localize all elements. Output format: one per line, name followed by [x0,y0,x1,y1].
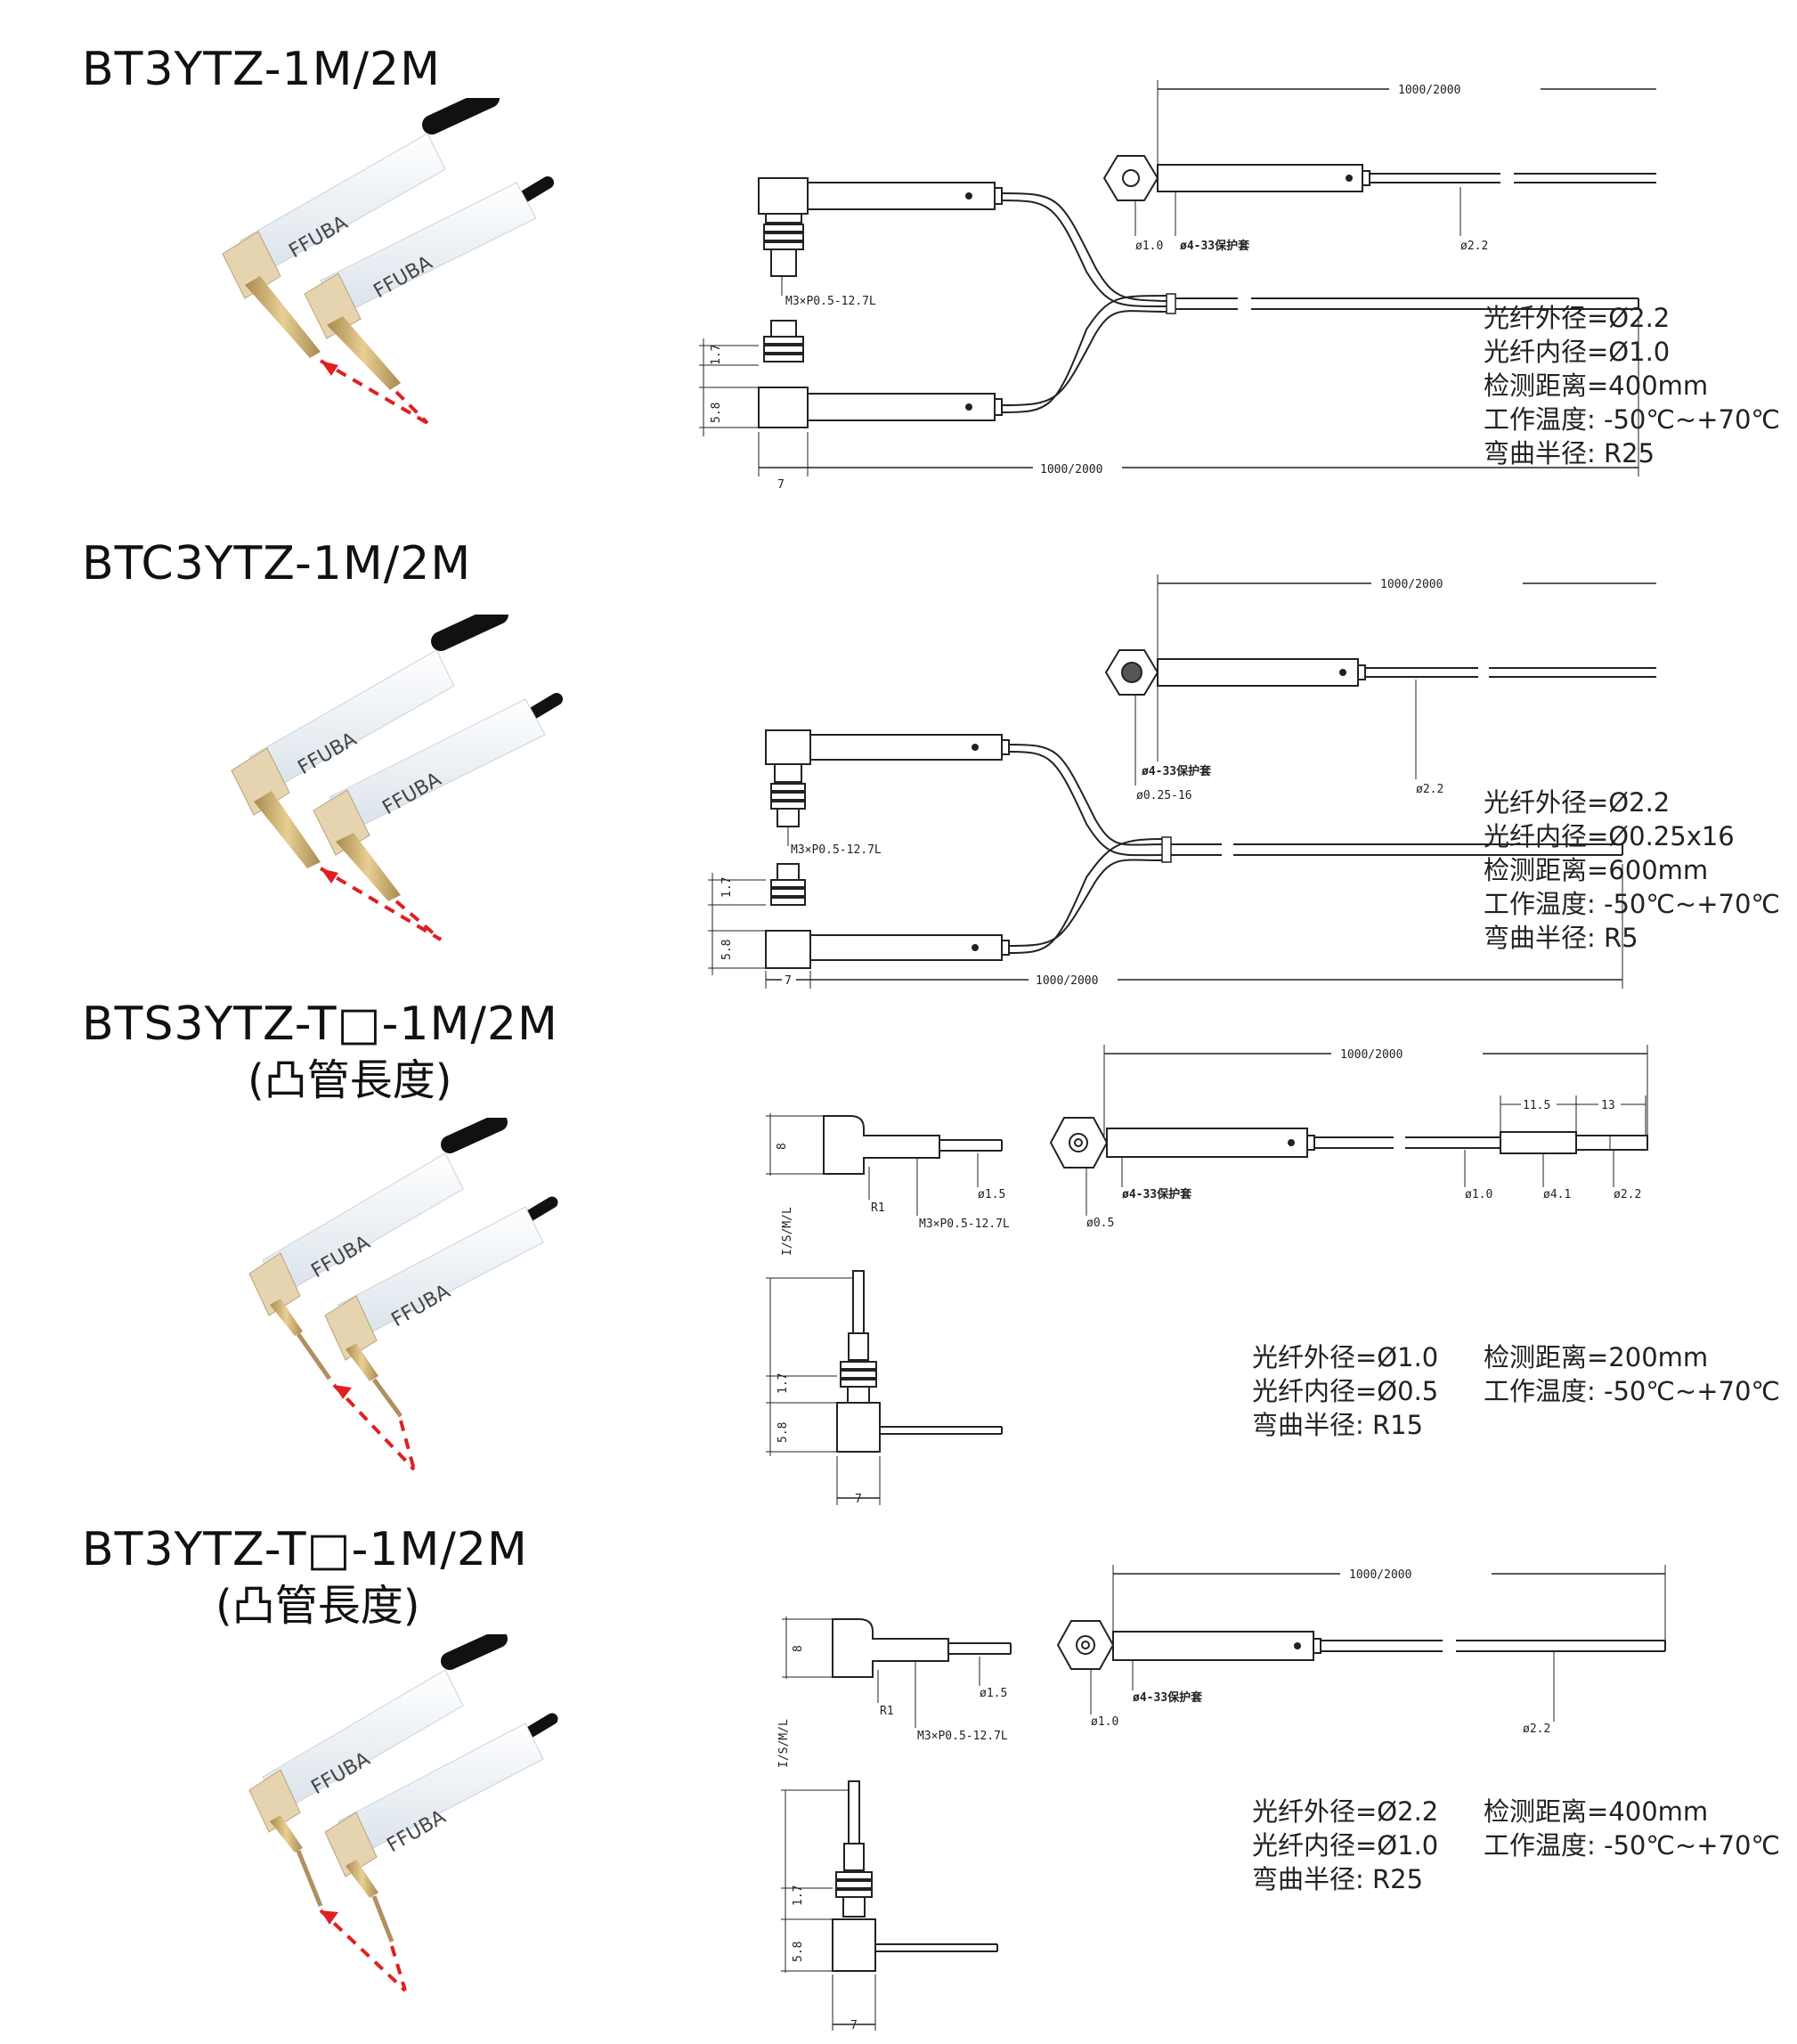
length-dimension: 1000/2000 [1380,578,1443,591]
length-dimension: 1000/2000 [1349,1568,1411,1582]
light-beam [319,867,443,941]
segment-dim-1: 11.5 [1523,1099,1550,1112]
product-photo: FFUBA FFUBA [222,98,554,425]
thread-label: M3×P0.5-12.7L [785,295,876,308]
light-beam [319,1909,407,1992]
product-section-1: BT3YTZ-1M/2M FFUBA FFUBA [0,0,1797,499]
height-dim-1: 1.7 [720,877,734,898]
spec-detect-distance: 检测距离=400mm [1484,1796,1709,1827]
width-dim: 7 [777,478,785,490]
spec-list-left: 光纤外径=Ø1.0 光纤内径=Ø0.5 弯曲半径: R15 [1252,1340,1438,1442]
sleeve-label: ø4-33保护套 [1122,1187,1192,1201]
side-label: I/S/M/L [781,1207,794,1256]
height-dim-1: 1.7 [777,1373,790,1394]
height-dim-2: 5.8 [710,403,723,423]
radius-label: R1 [871,1201,885,1215]
length-dimension: 1000/2000 [1398,84,1460,97]
spec-list-left: 光纤外径=Ø2.2 光纤内径=Ø1.0 弯曲半径: R25 [1252,1795,1438,1896]
diameter-label-3: ø2.2 [1614,1188,1641,1201]
spec-list: 光纤外径=Ø2.2 光纤内径=Ø1.0 检测距离=400mm 工作温度: -50… [1484,301,1780,470]
diameter-label-2: ø4.1 [1543,1188,1571,1201]
light-beam [332,1383,416,1471]
spec-temperature: 工作温度: -50℃~+70℃ [1484,404,1780,435]
spec-outer-diameter: 光纤外径=Ø2.2 [1484,303,1671,333]
spec-detect-distance: 检测距离=400mm [1484,371,1709,401]
core-diameter-label: ø1.0 [1135,240,1163,253]
product-section-4: BT3YTZ-T□-1M/2M (凸管長度) FFUBA FFUBA [0,1510,1797,2040]
thread-label: M3×P0.5-12.7L [919,1217,1010,1231]
spec-list-right: 检测距离=400mm 工作温度: -50℃~+70℃ [1484,1795,1780,1862]
width-dim: 7 [785,974,792,988]
radius-label: R1 [880,1705,894,1718]
technical-drawing: 1000/2000 ø4-33保护套 ø1.0 ø2.2 8 R1 ø1.5 M… [777,1565,1666,2032]
sleeve-label: ø4-33保护套 [1142,764,1212,778]
product-section-3: BTS3YTZ-T□-1M/2M (凸管長度) FFUBA FFUBA [0,984,1797,1510]
model-subtitle: (凸管長度) [215,1581,420,1631]
technical-drawing: 1000/2000 11.5 13 ø4-33保护套 ø0.5 ø1.0 ø4.… [766,1045,1648,1506]
fiber-diameter-label: ø2.2 [1460,240,1488,253]
spec-outer-diameter: 光纤外径=Ø2.2 [1484,787,1671,818]
height-dim-1: 1.7 [792,1885,805,1906]
spec-inner-diameter: 光纤内径=Ø0.5 [1252,1376,1439,1406]
spec-bend-radius: 弯曲半径: R25 [1484,438,1655,468]
spec-outer-diameter: 光纤外径=Ø1.0 [1252,1342,1439,1372]
spec-bend-radius: 弯曲半径: R25 [1252,1864,1424,1894]
model-title: BT3YTZ-1M/2M [82,43,441,96]
model-title: BT3YTZ-T□-1M/2M [82,1523,528,1576]
light-beam [319,359,429,425]
tip-diameter-label: ø1.5 [978,1188,1005,1201]
sensor-probe-1: FFUBA [222,98,500,358]
model-title: BTS3YTZ-T□-1M/2M [82,998,558,1051]
side-label: I/S/M/L [777,1719,791,1768]
height-dim-2: 5.8 [777,1422,790,1443]
spec-temperature: 工作温度: -50℃~+70℃ [1484,1376,1780,1406]
sensor-probe-2: FFUBA [324,1196,558,1418]
spec-detect-distance: 检测距离=200mm [1484,1342,1709,1372]
tip-diameter-label: ø1.5 [980,1687,1007,1700]
spec-bend-radius: 弯曲半径: R15 [1252,1410,1424,1440]
sensor-probe-1: FFUBA [231,615,508,868]
model-title: BTC3YTZ-1M/2M [82,537,472,590]
spec-outer-diameter: 光纤外径=Ø2.2 [1252,1796,1439,1827]
spec-temperature: 工作温度: -50℃~+70℃ [1484,1830,1780,1861]
spec-temperature: 工作温度: -50℃~+70℃ [1484,889,1780,919]
segment-dim-2: 13 [1601,1099,1615,1112]
technical-drawing: 1000/2000 ø1.0 ø4-33保护套 ø2.2 M3×P0.5-12.… [699,80,1656,490]
technical-drawing: 1000/2000 ø4-33保护套 ø0.25-16 ø2.2 M3×P0.5… [708,574,1656,989]
core-diameter-label: ø0.5 [1086,1217,1114,1230]
spec-detect-distance: 检测距离=600mm [1484,855,1709,885]
spec-list: 光纤外径=Ø2.2 光纤内径=Ø0.25x16 检测距离=600mm 工作温度:… [1484,786,1780,955]
sleeve-label: ø4-33保护套 [1133,1690,1203,1705]
height-dim-1: 1.7 [710,345,723,365]
diameter-label-1: ø1.0 [1465,1188,1492,1201]
width-dim: 7 [855,1493,862,1506]
product-photo: FFUBA FFUBA [248,1634,558,1992]
thread-label: M3×P0.5-12.7L [791,843,882,857]
fiber-diameter-label: ø2.2 [1523,1722,1550,1736]
spec-inner-diameter: 光纤内径=Ø1.0 [1484,337,1671,367]
thread-label: M3×P0.5-12.7L [917,1730,1008,1743]
width-dim: 7 [850,2019,858,2032]
spec-inner-diameter: 光纤内径=Ø0.25x16 [1484,821,1735,851]
product-section-2: BTC3YTZ-1M/2M FFUBA FFUBA 1000/2000 [0,499,1797,989]
spec-list-right: 检测距离=200mm 工作温度: -50℃~+70℃ [1484,1340,1780,1408]
height-dim-2: 5.8 [720,940,734,960]
core-diameter-label: ø1.0 [1091,1715,1118,1729]
fiber-diameter-label: ø2.2 [1416,783,1443,796]
spec-inner-diameter: 光纤内径=Ø1.0 [1252,1830,1439,1861]
top-height-dim: 8 [792,1645,805,1652]
length-dimension-bottom: 1000/2000 [1040,463,1102,476]
length-dimension-bottom: 1000/2000 [1036,974,1098,988]
core-diameter-label: ø0.25-16 [1136,789,1192,802]
top-height-dim: 8 [776,1143,789,1150]
sleeve-label: ø4-33保护套 [1180,239,1250,253]
spec-bend-radius: 弯曲半径: R5 [1484,923,1638,953]
product-photo: FFUBA FFUBA [231,615,563,941]
height-dim-2: 5.8 [792,1942,805,1962]
product-photo: FFUBA FFUBA [248,1118,558,1471]
model-subtitle: (凸管長度) [248,1055,452,1105]
length-dimension: 1000/2000 [1340,1048,1403,1062]
